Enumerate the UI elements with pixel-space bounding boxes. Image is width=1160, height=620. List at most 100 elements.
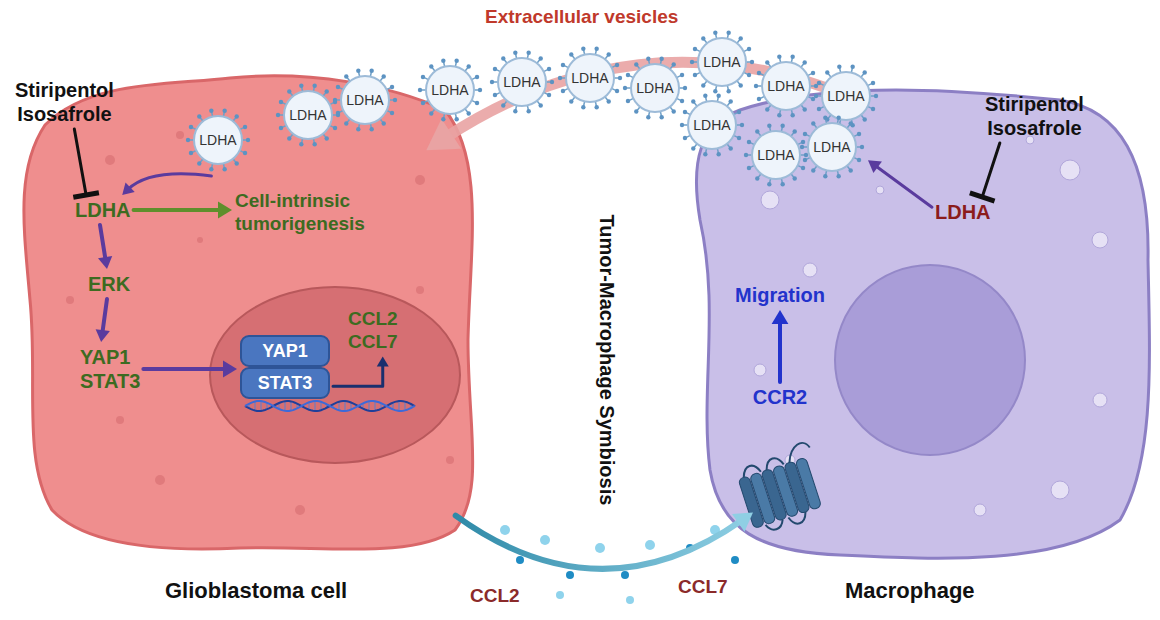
vesicle-spike-tip [197, 161, 201, 165]
vesicle-spike-tip [189, 125, 193, 129]
vesicle-spike-tip [312, 84, 316, 88]
vesicle-spike-tip [849, 168, 853, 172]
vesicle-spike-tip [615, 89, 619, 93]
vesicle-spike-tip [680, 123, 684, 127]
vesicle-spike-tip [607, 99, 611, 103]
extracellular-vesicle: LDHA [417, 57, 483, 123]
chemokine-droplet [516, 556, 524, 564]
vesicle-spike-tip [615, 63, 619, 67]
node-text: LDHA [767, 78, 804, 95]
cytoplasm-dot [197, 237, 203, 243]
dna-rung [405, 402, 406, 411]
vesicle-spike-tip [701, 36, 705, 40]
vesicle-spike-tip [547, 67, 551, 71]
vesicle-membrane [426, 66, 474, 114]
text-node: Stiripentol Isosafrole [15, 78, 114, 126]
node-text: Migration [735, 283, 825, 307]
vesicle-spike-tip [836, 174, 840, 178]
vesicle-spike-tip [558, 76, 562, 80]
cell-heading: Glioblastoma cell [165, 578, 347, 604]
vesicle-spike-tip [382, 121, 386, 125]
vacuole [1093, 393, 1107, 407]
vesicle-spike-tip [467, 111, 471, 115]
vesicle-spike-tip [421, 75, 425, 79]
cell-outline [696, 90, 1149, 558]
node-text: LDHA [503, 74, 540, 91]
vacuole [803, 263, 817, 277]
vesicle-membrane [341, 76, 389, 124]
vesicle-spike-tip [513, 51, 517, 55]
receptor-loop [739, 441, 812, 477]
text-node: CCL2 CCL7 [348, 308, 398, 354]
node-text: ERK [88, 272, 130, 296]
node-text: LDHA [693, 117, 730, 134]
chemokine-droplet [731, 556, 739, 564]
vesicle-membrane [752, 131, 800, 179]
cytoplasm-dot [155, 475, 165, 485]
vesicle-spike-tip [737, 136, 741, 140]
vesicle-spike-tip [369, 127, 373, 131]
vesicle-spike-tip [646, 57, 650, 61]
vesicle-spike-tip [501, 103, 505, 107]
vesicle-spike-tip [767, 182, 771, 186]
vesicle-spike-tip [478, 88, 482, 92]
vesicle-spike-tip [757, 97, 761, 101]
vesicle-spike-tip [726, 31, 730, 35]
chemokine-droplet [621, 571, 629, 579]
chemokine-droplet [556, 591, 564, 599]
vesicle-spike-tip [626, 73, 630, 77]
dna-rung [369, 401, 370, 410]
cytoplasm-dot [116, 416, 124, 424]
vacuole [974, 504, 986, 516]
vesicle-spike-tip [607, 52, 611, 56]
vesicle-spike-tip [356, 69, 360, 73]
chemokine-droplet [500, 525, 510, 535]
node-text: Cell-intrinsic tumorigenesis [235, 190, 420, 236]
text-node: Migration [735, 283, 825, 307]
vesicle-spike-tip [823, 116, 827, 120]
connector [778, 320, 782, 382]
vesicle-spike-tip [683, 86, 687, 90]
vesicle-spike-tip [659, 57, 663, 61]
vesicle-spike-tip [823, 174, 827, 178]
extracellular-vesicle: LDHA [489, 49, 555, 115]
vesicle-spike-tip [550, 80, 554, 84]
vesicle-spike-tip [703, 94, 707, 98]
receptor-helices [735, 441, 825, 535]
vacuole [1060, 160, 1080, 180]
vesicle-spike-tip [701, 83, 705, 87]
node-text: LDHA [935, 200, 991, 224]
vesicle-spike-tip [790, 113, 794, 117]
extracellular-vesicle: LDHA [185, 107, 251, 173]
vesicle-spike-tip [836, 116, 840, 120]
extracellular-vesicle: LDHA [813, 63, 879, 129]
vesicle-spike-tip [569, 99, 573, 103]
vesicle-spike-tip [382, 74, 386, 78]
vacuole [876, 186, 884, 194]
vesicle-spike-tip [209, 109, 213, 113]
vesicle-spike-tip [729, 99, 733, 103]
vesicle-spike-tip [755, 129, 759, 133]
vesicle-spike-tip [356, 127, 360, 131]
vesicle-spike-tip [325, 89, 329, 93]
vesicle-spike-tip [825, 70, 829, 74]
vesicle-spike-tip [680, 73, 684, 77]
dna-strand [245, 401, 415, 411]
vesicle-spike-tip [390, 111, 394, 115]
vesicle-spike-tip [874, 94, 878, 98]
vesicle-spike-tip [454, 59, 458, 63]
vesicle-spike-tip [333, 126, 337, 130]
vesicle-spike-tip [744, 153, 748, 157]
vesicle-spike-tip [467, 64, 471, 68]
node-text: LDHA [757, 147, 794, 164]
connector [134, 208, 223, 212]
receptor-helix [795, 457, 822, 510]
free-label: CCL2 [470, 585, 520, 608]
protein-box: YAP1 [240, 335, 330, 367]
vesicle-spike-tip [243, 151, 247, 155]
dna-rung [345, 401, 346, 411]
vesicle-spike-tip [739, 36, 743, 40]
vesicle-spike-tip [569, 52, 573, 56]
vesicle-spike-tip [336, 111, 340, 115]
vacuole [1092, 232, 1108, 248]
